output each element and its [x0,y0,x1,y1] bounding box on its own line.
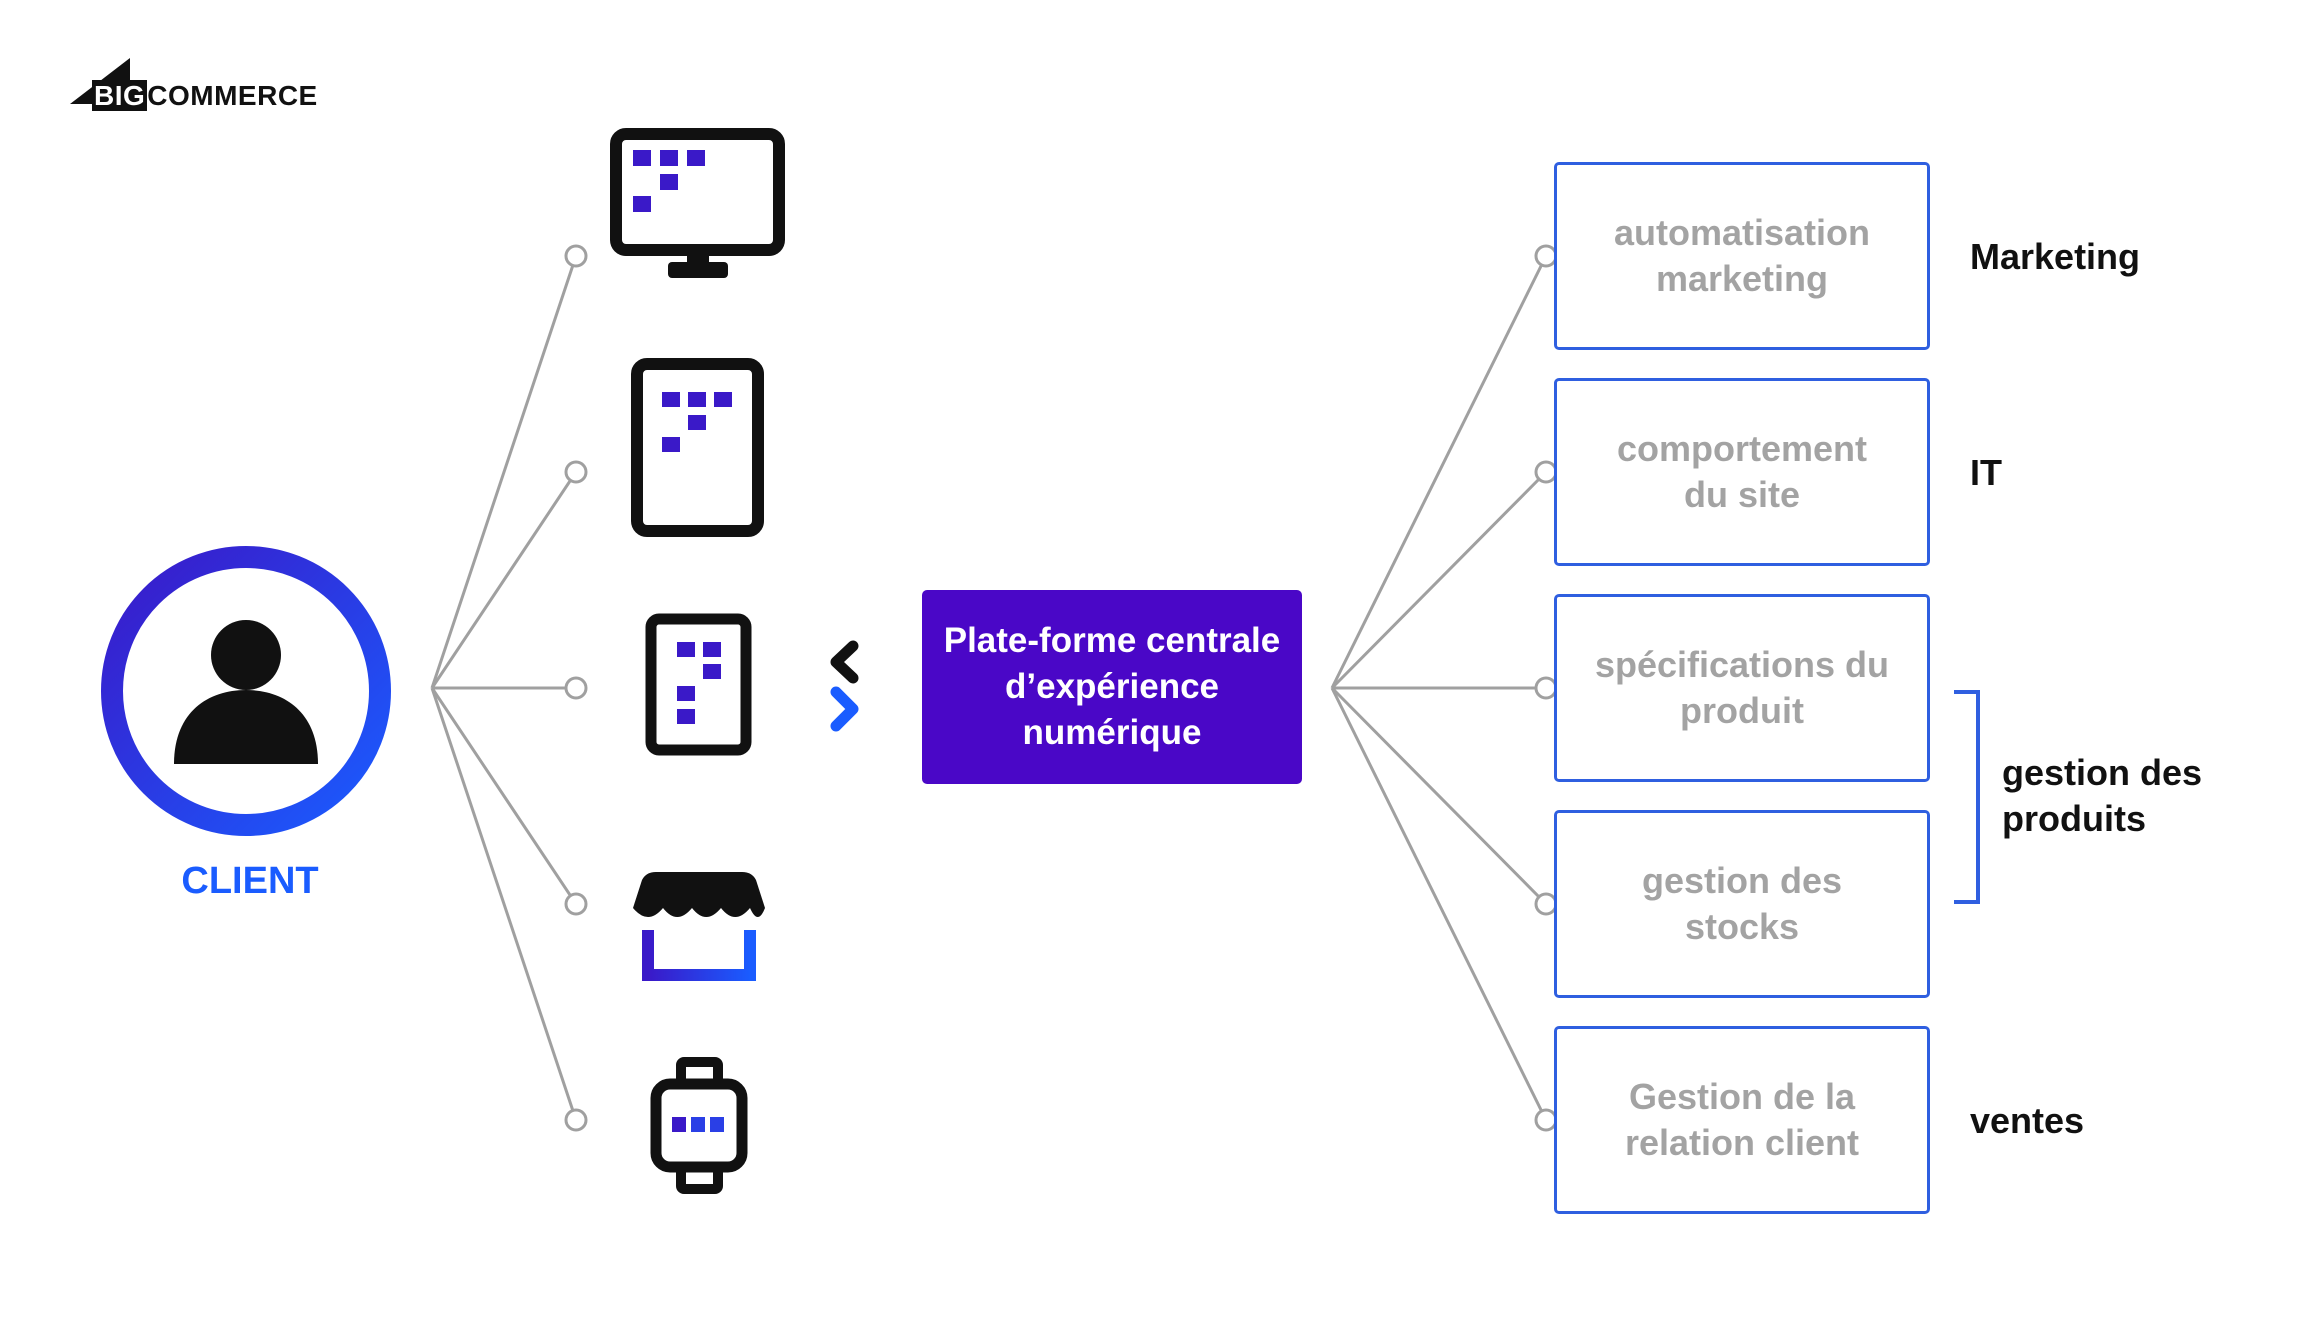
connector-stock [1330,686,1548,906]
product-bracket [1954,690,1980,904]
box-site-behavior: comportement du site [1554,378,1930,566]
tablet-icon [631,358,764,537]
connector-tablet [430,471,578,689]
node-desktop [564,244,588,268]
box-marketing-automation: automatisation marketing [1554,162,1930,350]
category-product-management: gestion des produits [2002,752,2203,839]
box-label: Gestion de la relation client [1624,1076,1860,1163]
box-label: gestion des stocks [1641,860,1843,947]
logo-big: BIG [92,80,148,111]
smartwatch-icon [650,1057,748,1194]
client-connector-nodes [564,244,588,1132]
box-inventory: gestion des stocks [1554,810,1930,998]
bigcommerce-logo: BIGCOMMERCE [70,60,318,111]
node-tablet [564,460,588,484]
box-label: comportement du site [1616,428,1868,515]
hub-connector-nodes [1534,244,1558,1132]
connector-site [1330,470,1548,690]
desktop-icon [610,128,785,278]
box-product-specs: spécifications du produit [1554,594,1930,782]
connector-desktop [430,255,578,689]
connector-crm [1330,687,1548,1121]
box-label: spécifications du produit [1594,644,1890,731]
category-it: IT [1970,452,2002,493]
code-chevrons-icon [830,640,859,732]
client-label: CLIENT [181,860,319,902]
node-watch [564,1108,588,1132]
hub-label: Plate-forme centrale d’expérience numéri… [943,621,1281,752]
storefront-icon [633,872,765,981]
hub-connectors [1330,255,1548,1121]
client-avatar-icon [101,546,391,836]
connector-marketing [1330,255,1548,689]
category-marketing: Marketing [1970,236,2141,277]
logo-commerce: COMMERCE [147,80,318,111]
client-connectors [430,255,578,1121]
connector-store [430,687,578,905]
node-store [564,892,588,916]
category-sales: ventes [1970,1100,2085,1141]
mobile-icon [645,613,752,756]
node-mobile [564,676,588,700]
box-label: automatisation marketing [1613,212,1871,299]
hub-platform-box: Plate-forme centrale d’expérience numéri… [922,590,1302,784]
connector-watch [430,687,578,1121]
box-crm: Gestion de la relation client [1554,1026,1930,1214]
